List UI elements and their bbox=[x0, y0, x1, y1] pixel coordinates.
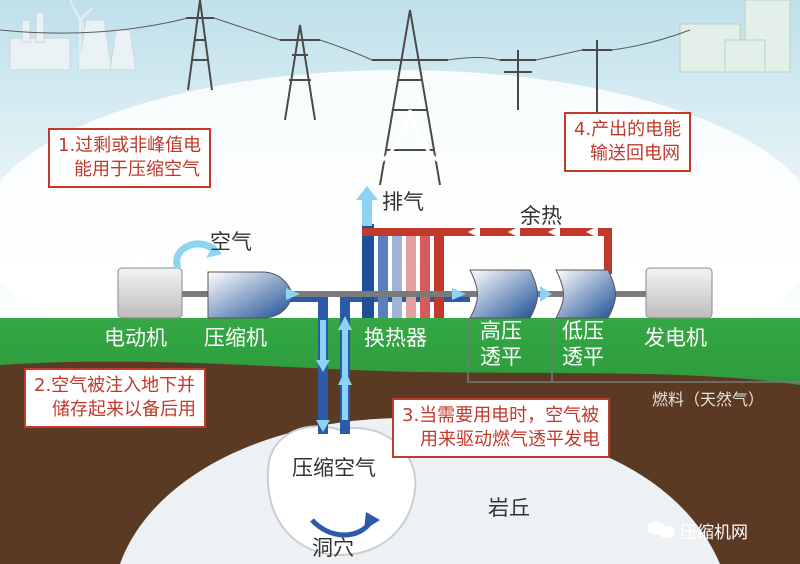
motor bbox=[117, 267, 183, 319]
compressed-air-label: 压缩空气 bbox=[292, 456, 376, 480]
heat-exchanger-label: 换热器 bbox=[364, 326, 427, 350]
compressor bbox=[207, 271, 293, 319]
power-lines bbox=[0, 17, 691, 61]
grid-wire-right bbox=[408, 109, 692, 269]
heat-exchanger bbox=[362, 224, 612, 318]
fuel-line bbox=[467, 318, 800, 383]
lp-turbine bbox=[555, 269, 616, 319]
motor-label: 电动机 bbox=[104, 326, 167, 350]
cavern-label: 洞穴 bbox=[312, 536, 354, 560]
step-2-line1: 2.空气被注入地下并 bbox=[34, 375, 196, 396]
drive-shaft bbox=[180, 291, 650, 297]
rock-label: 岩丘 bbox=[488, 496, 530, 520]
compressor-label: 压缩机 bbox=[204, 326, 267, 350]
step-1-line2: 能用于压缩空气 bbox=[74, 159, 200, 180]
air-intake-arrow bbox=[173, 240, 217, 270]
wechat-icon bbox=[647, 521, 675, 538]
hp-turbine-label-line1: 高压 bbox=[480, 319, 522, 343]
wind-turbine-icon bbox=[69, 0, 93, 70]
lp-turbine-label-line1: 低压 bbox=[562, 319, 604, 343]
step-3-line2: 用来驱动燃气透平发电 bbox=[420, 429, 600, 450]
exhaust-label: 排气 bbox=[382, 190, 424, 214]
cavern bbox=[266, 425, 417, 557]
hp-turbine-label: 高压 透平 bbox=[480, 318, 522, 370]
fuel-label: 燃料（天然气） bbox=[652, 390, 765, 409]
waste-heat-label: 余热 bbox=[520, 204, 562, 228]
step-2-line2: 储存起来以备后用 bbox=[52, 399, 196, 420]
grid-wire-left bbox=[138, 109, 412, 269]
step-4-line1: 4.产出的电能 bbox=[574, 119, 682, 140]
flow-arrows bbox=[286, 286, 552, 302]
step-4-line2: 输送回电网 bbox=[590, 143, 680, 164]
step-3-line1: 3.当需要用电时，空气被 bbox=[402, 405, 600, 426]
exhaust-arrow bbox=[356, 186, 378, 226]
hp-turbine-label-line2: 透平 bbox=[480, 345, 522, 369]
step-1-line1: 1.过剩或非峰值电 bbox=[58, 135, 202, 156]
watermark-text: 压缩机网 bbox=[680, 523, 748, 543]
lp-turbine-label-line2: 透平 bbox=[562, 345, 604, 369]
step-2-note: 2.空气被注入地下并 储存起来以备后用 bbox=[24, 368, 206, 428]
generator-label: 发电机 bbox=[644, 326, 707, 350]
city-buildings-icon bbox=[679, 0, 791, 73]
generator bbox=[645, 267, 713, 319]
hp-turbine bbox=[469, 269, 538, 319]
step-3-note: 3.当需要用电时，空气被 用来驱动燃气透平发电 bbox=[392, 398, 610, 458]
step-1-note: 1.过剩或非峰值电 能用于压缩空气 bbox=[48, 128, 212, 188]
air-label: 空气 bbox=[210, 230, 252, 254]
lp-turbine-label: 低压 透平 bbox=[562, 318, 604, 370]
waste-heat-arrows bbox=[468, 226, 598, 238]
step-4-note: 4.产出的电能 输送回电网 bbox=[564, 112, 692, 172]
